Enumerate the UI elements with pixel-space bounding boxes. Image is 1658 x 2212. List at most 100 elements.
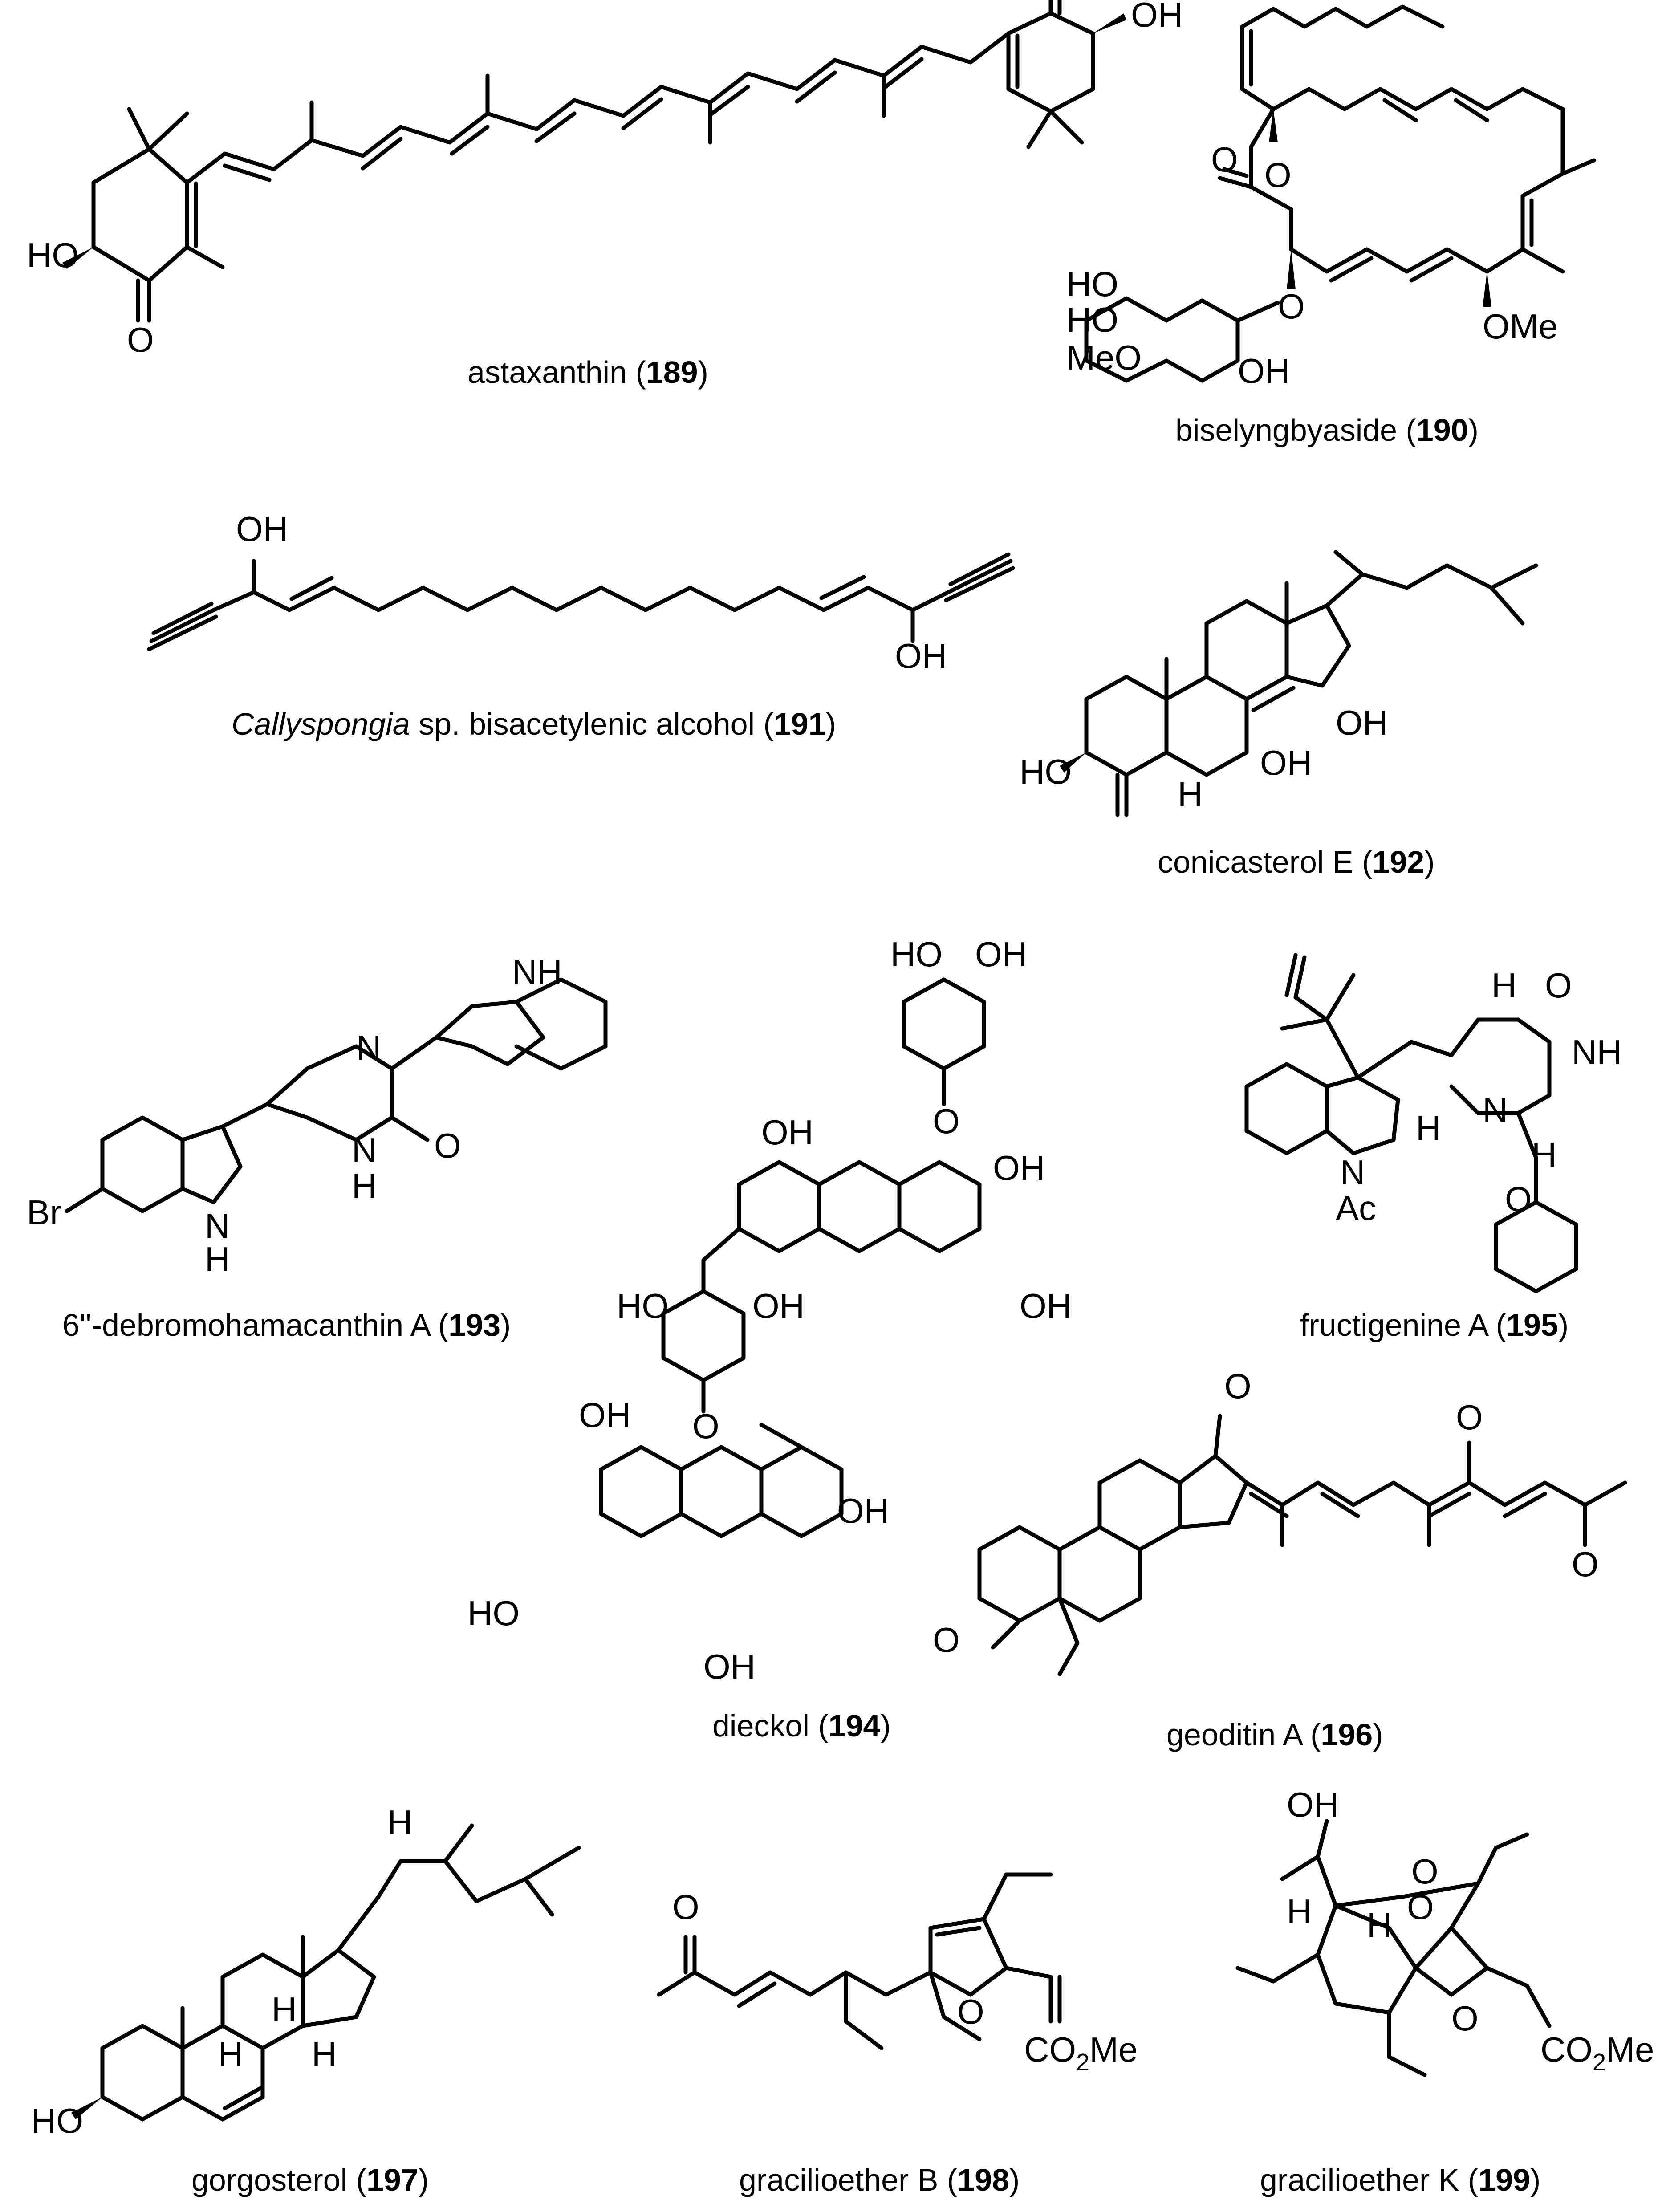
atom-me: Me [1606, 2030, 1654, 2069]
atom-oh: OH [761, 1113, 813, 1152]
atom-o: O [1224, 1366, 1252, 1406]
atom-ho: HO [467, 1594, 520, 1633]
atom-oh: OH [1287, 1785, 1339, 1824]
atom-oh: OH [752, 1286, 805, 1326]
compound-name: astaxanthin [467, 355, 627, 390]
atom-oh: OH [1131, 0, 1183, 34]
atom-o: O [434, 1126, 461, 1165]
atom-n: N [356, 1028, 381, 1067]
atom-o: O [1456, 1398, 1483, 1437]
structure-195-fructigenine: H O NH N H O H N Ac fructigenine A (195) [1244, 953, 1622, 1342]
atom-o: O [1545, 966, 1572, 1005]
atom-oh: OH [1336, 703, 1388, 742]
atom-h: H [312, 2034, 337, 2074]
atom-ac: Ac [1336, 1188, 1376, 1228]
atom-co2me: CO2Me [1024, 2030, 1138, 2076]
compound-name: 6''-debromohamacanthin A [62, 1308, 431, 1342]
atom-oh: OH [975, 935, 1027, 974]
structure-190-biselyngbyaside: O O O HO HO MeO OH OMe biselyngbyaside (… [1066, 4, 1596, 447]
structure-196-geoditin: O O O O geoditin A (196) [933, 1366, 1627, 1752]
atom-ho: HO [617, 1286, 669, 1326]
structure-197-gorgosterol: HO H H H H gorgosterol (197) [31, 1803, 581, 2197]
atom-o: O [1572, 1545, 1599, 1584]
compound-number: 190 [1416, 413, 1468, 447]
atom-o: O [1264, 155, 1292, 195]
caption-193: 6''-debromohamacanthin A (193) [62, 1308, 511, 1342]
structure-194-dieckol: HO OH O OH OH OH HO OH O OH OH HO OH die… [467, 935, 1072, 1743]
atom-ho: HO [1066, 264, 1118, 304]
compound-name: conicasterol E [1158, 845, 1353, 879]
caption-194: dieckol (194) [712, 1708, 891, 1743]
atom-nh: N [205, 1206, 230, 1245]
atom-oh: OH [1238, 351, 1290, 390]
atom-o: O [672, 1887, 699, 1927]
atom-o: O [1451, 1999, 1479, 2038]
atom-h: H [1532, 1135, 1556, 1174]
compound-number: 198 [957, 2163, 1009, 2197]
structure-189-astaxanthin: HO O OH astaxanthin (189) [27, 0, 1183, 390]
atom-h: H [1367, 1905, 1392, 1944]
atom-h: H [218, 2034, 243, 2074]
structure-192-conicasterol-e: HO OH OH H conicasterol E (192) [1020, 550, 1538, 879]
atom-o: O [957, 1992, 984, 2031]
atom-ho: HO [1066, 300, 1118, 339]
atom-h: H [1491, 966, 1516, 1005]
atom-h: H [1178, 774, 1203, 813]
structure-193-debromohamacanthin: N N H O N H NH Br 6''-debromohamacanthin… [27, 952, 608, 1342]
compound-name: dieckol [712, 1708, 809, 1743]
compound-number: 192 [1372, 845, 1424, 879]
compound-number: 189 [646, 355, 698, 390]
atom-meo: MeO [1066, 338, 1142, 377]
compound-number: 193 [448, 1308, 500, 1342]
caption-195: fructigenine A (195) [1300, 1308, 1569, 1342]
atom-o: O [127, 320, 154, 359]
atom-oh: OH [895, 636, 947, 675]
atom-co: CO [1024, 2030, 1076, 2069]
compound-name: biselyngbyaside [1175, 413, 1397, 447]
atom-ho: HO [890, 935, 943, 974]
atom-ho: HO [27, 236, 79, 275]
atom-co2me: CO2Me [1540, 2030, 1654, 2076]
caption-191: Callyspongia sp. bisacetylenic alcohol (… [232, 707, 836, 741]
caption-197: gorgosterol (197) [191, 2163, 429, 2197]
compound-number: 197 [366, 2163, 419, 2197]
atom-o: O [1505, 1179, 1532, 1219]
atom-o: O [1411, 1852, 1439, 1891]
compound-genus: Callyspongia [232, 707, 410, 741]
atom-subscript: 2 [1593, 2049, 1606, 2076]
atom-co: CO [1540, 2030, 1593, 2069]
compound-name: gorgosterol [191, 2163, 347, 2197]
atom-ho: HO [1020, 752, 1072, 791]
atom-n: N [1340, 1153, 1365, 1192]
atom-o: O [1407, 1887, 1434, 1927]
compound-name: gracilioether K [1260, 2163, 1459, 2197]
caption-198: gracilioether B (198) [739, 2163, 1020, 2197]
atom-h: H [272, 1990, 297, 2029]
compound-number: 194 [829, 1708, 881, 1743]
atom-o: O [933, 1620, 960, 1659]
atom-nh: N [352, 1130, 377, 1170]
compound-name: geoditin A [1166, 1717, 1304, 1752]
atom-o: O [1278, 287, 1305, 326]
atom-o: O [1211, 140, 1238, 179]
compound-name: fructigenine A [1300, 1308, 1489, 1342]
atom-oh: OH [236, 509, 288, 549]
structure-191-bisacetylenic-alcohol: OH OH Callyspongia sp. bisacetylenic alc… [147, 509, 1015, 741]
atom-h: H [387, 1803, 412, 1842]
atom-nh: NH [1572, 1033, 1622, 1072]
atom-h: H [1416, 1108, 1441, 1147]
atom-nh: NH [512, 952, 562, 992]
atom-ho: HO [31, 2101, 83, 2140]
compound-name: gracilioether B [739, 2163, 938, 2197]
structure-199-gracilioether-k: OH H H O O O CO2Me gracilioether K (199) [1235, 1785, 1654, 2197]
compound-number: 191 [774, 707, 826, 741]
atom-n: N [1483, 1090, 1508, 1130]
caption-192: conicasterol E (192) [1158, 845, 1435, 879]
compound-number: 199 [1478, 2163, 1530, 2197]
atom-h: H [1287, 1892, 1312, 1931]
compound-number: 195 [1506, 1308, 1558, 1342]
atom-oh: OH [1020, 1286, 1072, 1326]
caption-196: geoditin A (196) [1166, 1717, 1383, 1752]
compound-number: 196 [1321, 1717, 1373, 1752]
atom-subscript: 2 [1076, 2049, 1089, 2076]
